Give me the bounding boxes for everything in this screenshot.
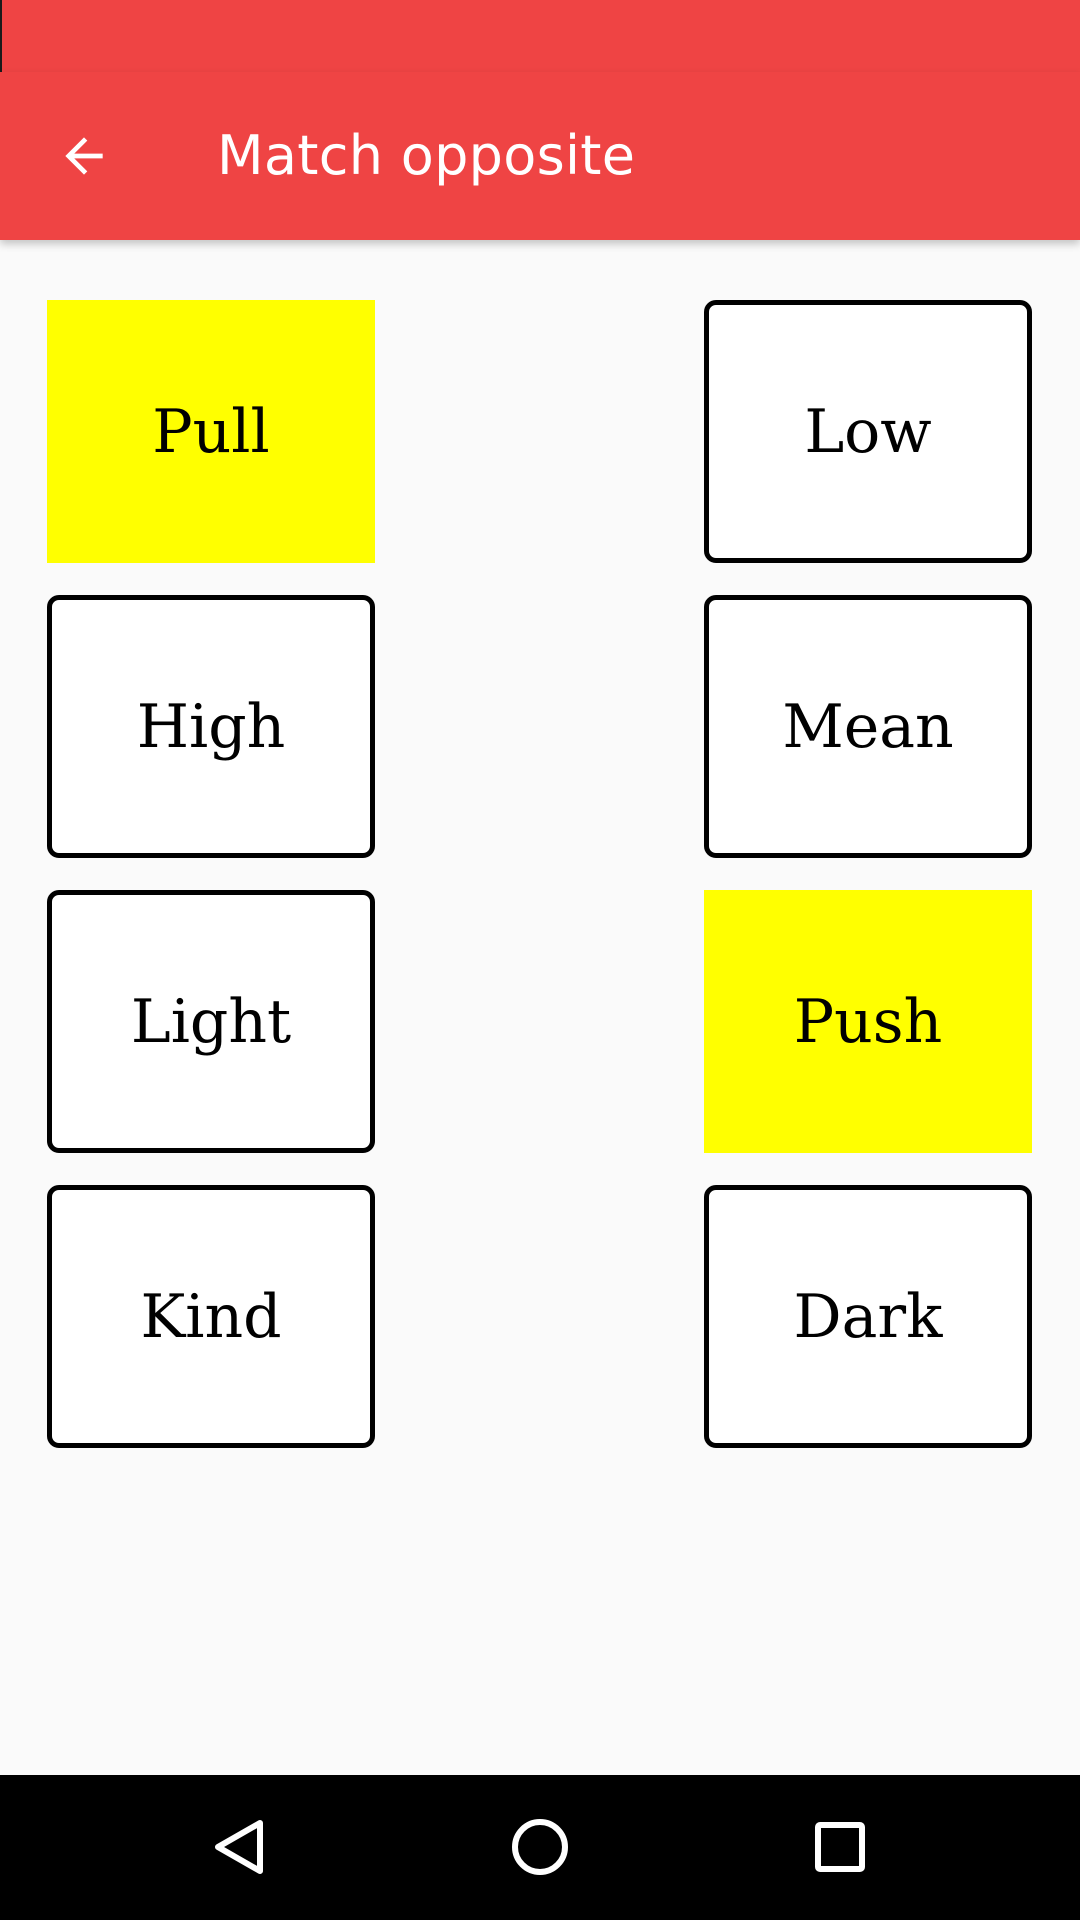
app-bar: Match opposite [0,72,1080,240]
word-tile-mean[interactable]: Mean [704,595,1032,858]
match-board: Pull Low High Mean Light Push Kind Dark [0,240,1080,1775]
page-title: Match opposite [217,124,636,187]
word-label: Low [804,396,932,467]
status-bar [0,0,1080,72]
word-tile-kind[interactable]: Kind [47,1185,375,1448]
square-recents-icon [815,1822,865,1872]
status-bar-edge [0,0,2,72]
word-label: Push [793,986,943,1057]
word-label: High [136,691,286,762]
word-label: Pull [152,396,270,467]
triangle-back-icon [215,1820,263,1874]
back-button[interactable] [34,106,134,206]
word-label: Mean [782,691,954,762]
word-tile-dark[interactable]: Dark [704,1185,1032,1448]
word-label: Kind [140,1281,282,1352]
nav-back-button[interactable] [190,1797,290,1897]
nav-recents-button[interactable] [790,1797,890,1897]
circle-home-icon [512,1819,568,1875]
arrow-left-icon [65,137,103,175]
word-tile-low[interactable]: Low [704,300,1032,563]
nav-home-button[interactable] [490,1797,590,1897]
word-tile-push[interactable]: Push [704,890,1032,1153]
system-navigation-bar [0,1775,1080,1920]
word-tile-light[interactable]: Light [47,890,375,1153]
word-label: Light [130,986,292,1057]
word-tile-high[interactable]: High [47,595,375,858]
word-tile-pull[interactable]: Pull [47,300,375,563]
word-label: Dark [793,1281,943,1352]
